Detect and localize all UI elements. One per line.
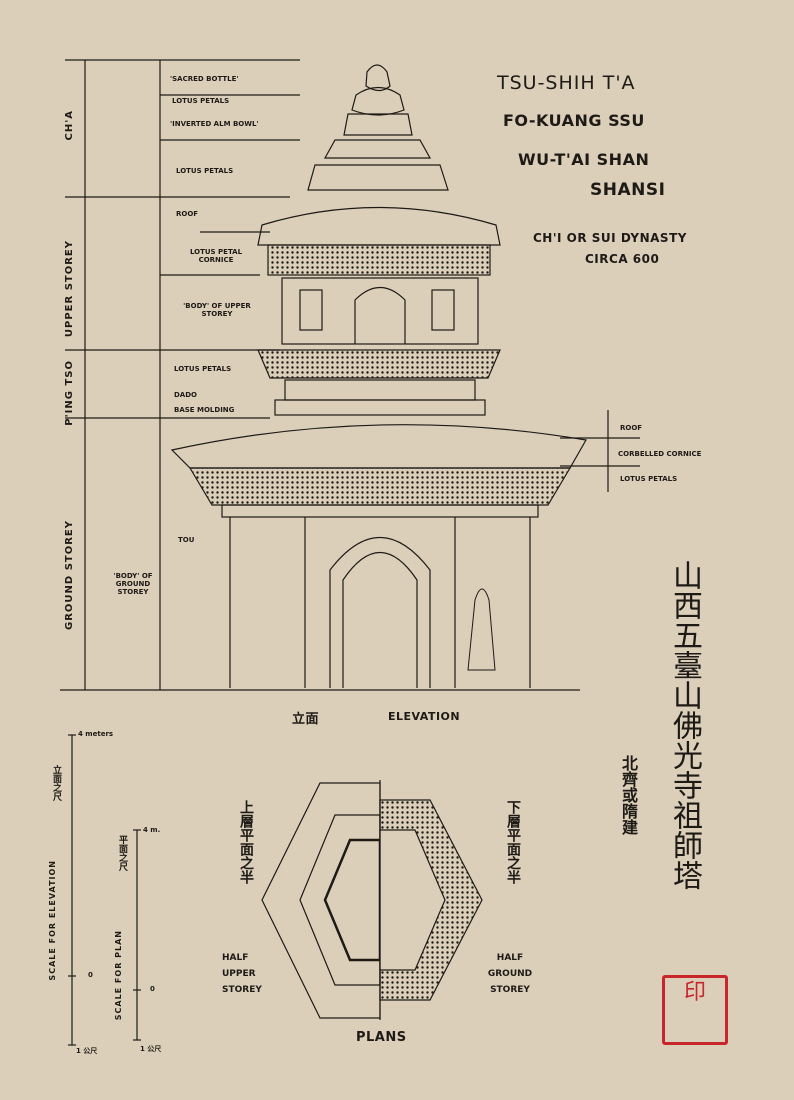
ground-storey	[170, 424, 587, 688]
label: LOTUS PETALS	[174, 365, 232, 373]
elev-scale-label: SCALE FOR ELEVATION	[48, 860, 57, 981]
plan-scale-cn: 平面之尺	[117, 835, 127, 871]
elev-scale-max: 4 meters	[78, 730, 114, 738]
plan-scale-max: 4 m.	[143, 826, 161, 834]
date: CIRCA 600	[585, 252, 660, 266]
elev-scale-zero: 0	[88, 971, 93, 979]
chinese-date: 北齊或隋建	[619, 755, 638, 835]
label: 'BODY' OF GROUND STOREY	[113, 572, 153, 596]
tou-label: TOU	[178, 536, 195, 544]
title-line1: TSU-SHIH T'A	[497, 72, 636, 94]
plan-scale-unit: 1 公尺	[140, 1045, 162, 1053]
ground-plan-en: HALF GROUND STOREY	[487, 953, 533, 995]
plan-scale-label: SCALE FOR PLAN	[114, 930, 123, 1021]
upper-plan-en: HALF UPPER STOREY	[222, 953, 262, 995]
label: 'INVERTED ALM BOWL'	[170, 120, 259, 128]
label: LOTUS PETALS	[172, 97, 230, 105]
section-pingtso: P'ING TSO	[64, 360, 75, 426]
title-line3: WU-T'AI SHAN	[518, 150, 650, 169]
elev-scale-unit: 1 公尺	[76, 1047, 98, 1055]
label: 'BODY' OF UPPER STOREY	[183, 302, 251, 318]
dynasty: CH'I OR SUI DYNASTY	[533, 231, 687, 245]
plans-drawing	[261, 780, 483, 1020]
elev-scale-cn: 立面之尺	[51, 765, 61, 801]
label: LOTUS PETALS	[620, 475, 678, 483]
label: ROOF	[176, 210, 199, 218]
red-seal: 印	[662, 975, 728, 1045]
scale-bars	[68, 734, 141, 1046]
finial	[307, 64, 449, 191]
upper-plan-cn: 上層平面之半	[238, 800, 254, 884]
elevation-cn: 立面	[292, 712, 320, 727]
section-upper: UPPER STOREY	[64, 240, 75, 338]
label: BASE MOLDING	[174, 406, 235, 414]
label: 'SACRED BOTTLE'	[170, 75, 239, 83]
section-ground: GROUND STOREY	[64, 520, 75, 630]
title-line4: SHANSI	[590, 180, 666, 200]
label: DADO	[174, 391, 197, 399]
label: CORBELLED CORNICE	[618, 450, 702, 458]
upper-storey	[257, 206, 501, 416]
title-line2: FO-KUANG SSU	[503, 111, 645, 130]
label: LOTUS PETALS	[176, 167, 234, 175]
elevation-en: ELEVATION	[388, 710, 461, 723]
label: ROOF	[620, 424, 643, 432]
plan-scale-zero: 0	[150, 985, 155, 993]
label: LOTUS PETAL CORNICE	[189, 248, 243, 264]
section-cha: CH'A	[64, 110, 75, 141]
ground-plan-cn: 下層平面之半	[505, 800, 521, 884]
plans-label: PLANS	[356, 1030, 407, 1045]
chinese-title: 山西五臺山佛光寺祖師塔	[667, 560, 702, 890]
dimension-lines	[60, 59, 640, 691]
